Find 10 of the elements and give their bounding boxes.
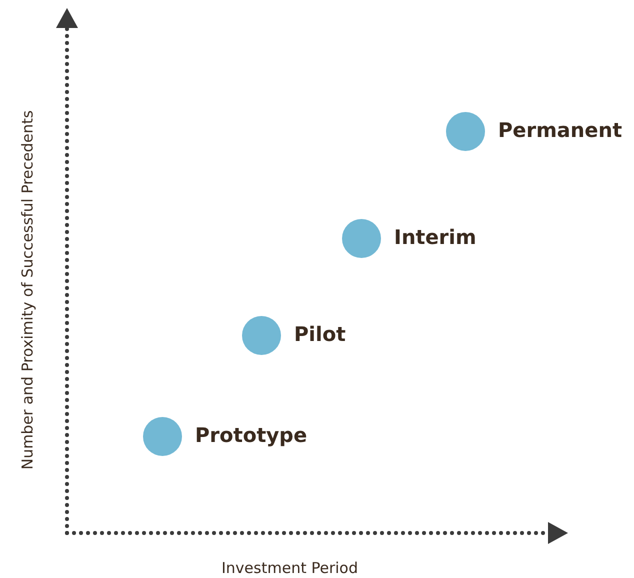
x-axis-title: Investment Period bbox=[222, 559, 358, 577]
stage-label: Pilot bbox=[294, 322, 346, 346]
stage-label: Prototype bbox=[195, 423, 308, 447]
point-marker bbox=[143, 417, 182, 456]
point-marker bbox=[242, 316, 281, 355]
y-axis-title: Number and Proximity of Successful Precedents bbox=[18, 110, 36, 470]
point-marker bbox=[446, 112, 485, 151]
point-marker bbox=[342, 219, 381, 258]
stage-label: Permanent bbox=[498, 118, 622, 142]
stage-label: Interim bbox=[394, 225, 476, 249]
